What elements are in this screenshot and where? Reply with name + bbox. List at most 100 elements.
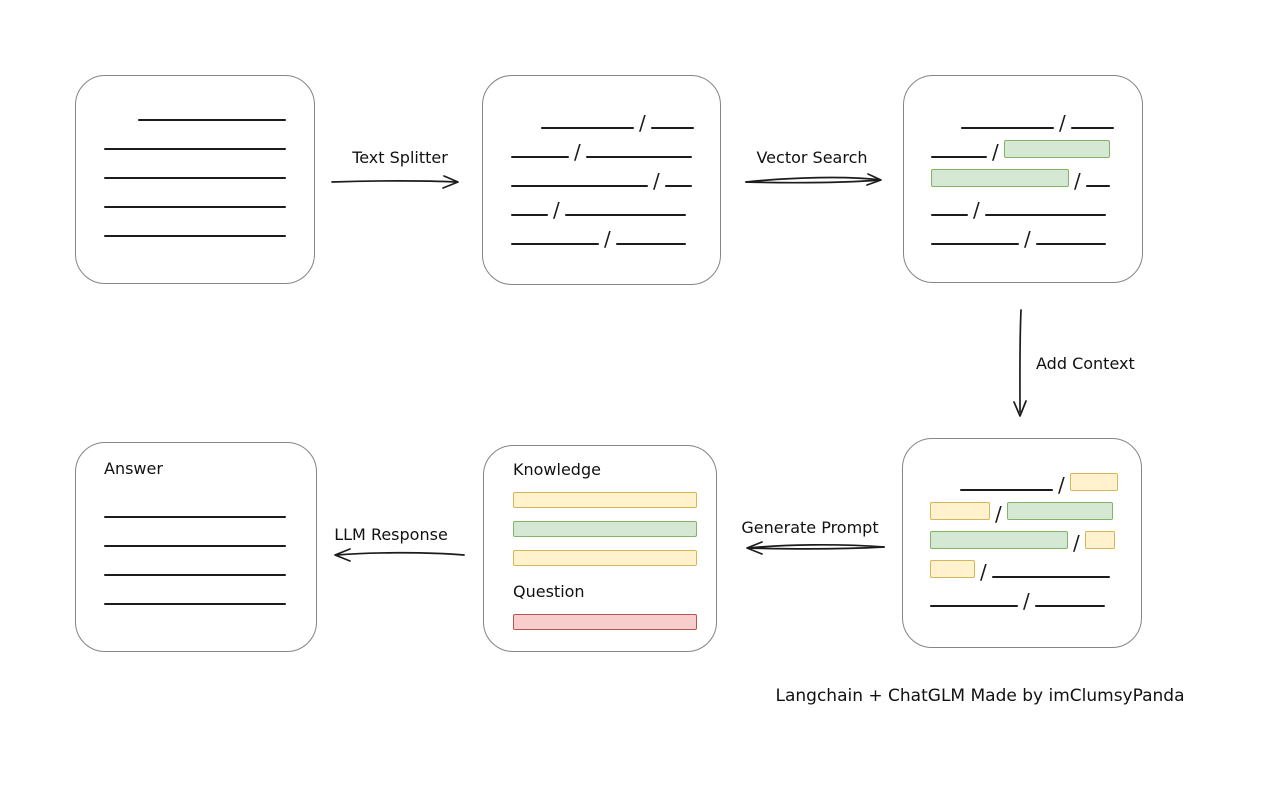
yellow-highlight-chunk [930,560,975,578]
yellow-highlight-chunk [1084,531,1115,549]
prompt-box: Knowledge Question [483,445,717,652]
slash-separator: / [992,140,999,164]
green-highlight-chunk [1003,140,1110,158]
text-line [104,235,286,237]
text-line [1034,605,1105,607]
split-chunks-box: / / / / / [482,75,721,285]
chunk-lines: / / / / / [511,100,694,251]
chunk-row [104,208,286,237]
green-bar [513,521,697,537]
yellow-bar [513,550,697,566]
slash-separator: / [574,140,581,164]
chunk-row: / [930,462,1118,495]
chunk-row: / [930,491,1114,526]
generate-prompt-label: Generate Prompt [741,518,879,537]
yellow-highlight-chunk [930,502,990,520]
right-arrow-icon [745,173,882,186]
green-highlight-chunk [930,531,1068,549]
text-line [511,156,569,158]
text-line [104,148,286,150]
question-label: Question [513,582,585,601]
slash-separator: / [553,198,560,222]
text-line [1085,185,1110,187]
slash-separator: / [995,502,1002,526]
text-line [511,185,648,187]
chunk-row: / [931,187,1115,220]
text-line [984,214,1106,216]
answer-box: Answer [75,442,317,652]
text-line [930,605,1018,607]
chunk-row: / [931,158,1115,191]
text-splitter-label: Text Splitter [352,148,448,167]
chunk-row: / [511,187,692,222]
matched-chunk-lines: ///// [931,100,1115,251]
text-line [931,156,987,158]
slash-separator: / [653,169,660,193]
answer-label: Answer [104,459,163,478]
chunk-row [104,121,286,150]
text-line [104,574,286,576]
green-highlight-chunk [931,169,1069,187]
vector-matched-chunks-box: ///// [903,75,1143,283]
context-chunks-box: ///// [902,438,1142,648]
text-line [1035,243,1106,245]
text-line [961,127,1054,129]
right-arrow-icon [331,175,459,189]
chunk-row: / [931,216,1115,251]
source-document-box [75,75,315,284]
text-line [511,243,599,245]
chunk-row [104,92,286,121]
llm-response-label: LLM Response [334,525,448,544]
chunk-row [104,518,290,547]
chunk-row: / [930,578,1114,611]
text-line [650,127,694,129]
chunk-row: / [930,520,1115,555]
red-bar [513,614,697,630]
chunk-row [104,576,290,605]
text-line [1070,127,1114,129]
left-arrow-icon [746,541,885,555]
text-line [931,214,968,216]
knowledge-label: Knowledge [513,460,601,479]
text-line [931,243,1019,245]
text-line [138,119,286,121]
left-arrow-icon [334,548,465,562]
chunk-row: / [931,100,1115,133]
text-line [104,177,286,179]
chunk-row: / [511,158,692,193]
chunk-row: / [931,129,1115,164]
slash-separator: / [1024,227,1031,251]
text-line [564,214,686,216]
yellow-bar [513,492,697,508]
yellow-highlight-chunk [1069,473,1118,491]
text-line [511,214,548,216]
generate-prompt-arrow [738,538,886,558]
text-line [615,243,686,245]
context-chunk-lines: ///// [930,462,1118,611]
text-line [104,603,286,605]
chunk-row [104,179,286,208]
slash-separator: / [980,560,987,584]
text-line [104,516,286,518]
llm-response-arrow [328,545,466,565]
chunk-row [104,150,286,179]
add-context-label: Add Context [1036,354,1135,373]
text-line [991,576,1110,578]
diagram-caption: Langchain + ChatGLM Made by imClumsyPand… [775,686,1185,706]
document-lines [104,92,286,237]
text-line [104,206,286,208]
chunk-row: / [930,549,1114,584]
text-line [960,489,1053,491]
text-line [585,156,692,158]
chunk-row: / [511,100,694,133]
down-arrow-icon [1013,309,1027,417]
chunk-row: / [511,216,692,251]
slash-separator: / [1073,531,1080,555]
slash-separator: / [604,227,611,251]
text-line [664,185,692,187]
knowledge-bars [513,479,697,566]
chunk-row: / [511,129,692,164]
answer-lines [104,489,290,605]
text-line [541,127,634,129]
